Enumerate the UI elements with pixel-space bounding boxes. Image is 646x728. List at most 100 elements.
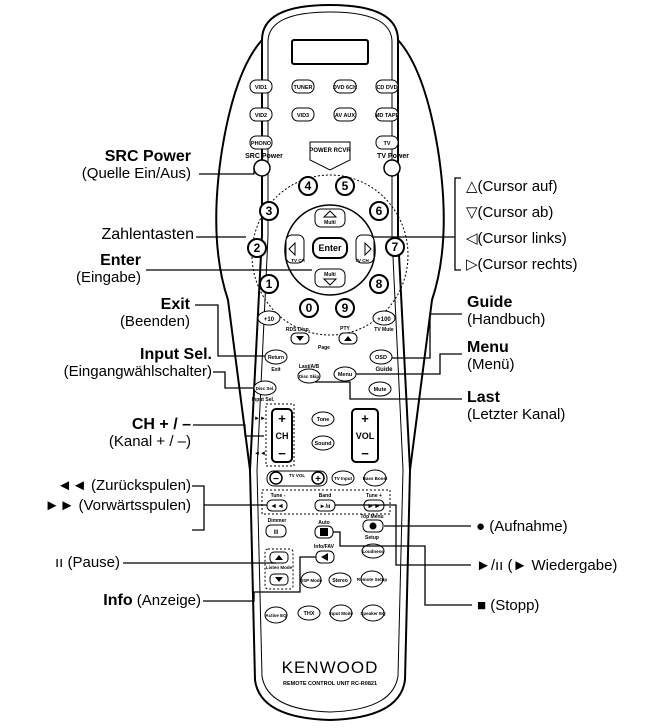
cursor-down-button[interactable] bbox=[314, 268, 346, 288]
osd-button[interactable] bbox=[369, 349, 393, 365]
svg-text:SRC Power: SRC Power bbox=[245, 153, 283, 160]
svg-text:►/ıı: ►/ıı bbox=[320, 504, 331, 510]
svg-text:►►: ►► bbox=[254, 416, 266, 422]
src-power-button[interactable] bbox=[253, 159, 271, 177]
svg-text:Loudness: Loudness bbox=[362, 549, 384, 554]
mute-button[interactable] bbox=[368, 381, 392, 397]
label-rewind: ◄◄ (Zurückspulen) bbox=[57, 477, 191, 494]
number-key-0[interactable] bbox=[299, 298, 319, 318]
thx-button[interactable] bbox=[297, 605, 321, 621]
label-src-power: SRC Power(Quelle Ein/Aus) bbox=[81, 148, 191, 182]
number-key-5[interactable] bbox=[335, 176, 355, 196]
phono-button[interactable] bbox=[249, 135, 273, 150]
svg-text:Disc Sel.: Disc Sel. bbox=[256, 386, 275, 391]
svg-text:2: 2 bbox=[254, 241, 261, 255]
mdtape-button[interactable] bbox=[375, 107, 399, 122]
label-enter: Enter(Eingabe) bbox=[75, 252, 141, 286]
vid1-button[interactable] bbox=[249, 79, 273, 94]
label-menu: Menu(Menü) bbox=[467, 339, 515, 373]
cursor-up-button[interactable] bbox=[314, 208, 346, 228]
number-key-7[interactable] bbox=[385, 237, 405, 257]
stereo-button[interactable] bbox=[328, 572, 352, 588]
bass-boost-button[interactable] bbox=[363, 469, 387, 487]
pause-button[interactable] bbox=[265, 524, 287, 538]
number-key-3[interactable] bbox=[259, 201, 279, 221]
svg-text:Guide: Guide bbox=[375, 367, 393, 373]
svg-text:TV VOL: TV VOL bbox=[289, 473, 306, 478]
svg-text:Bass Boost: Bass Boost bbox=[363, 476, 388, 481]
tv-button[interactable] bbox=[375, 135, 399, 150]
svg-text:−: − bbox=[361, 446, 369, 461]
stop-icon bbox=[320, 528, 328, 536]
listen-mode-box bbox=[264, 548, 294, 590]
speaker-eq-button[interactable] bbox=[361, 604, 385, 622]
tuner-button[interactable] bbox=[291, 79, 315, 94]
dvd6ch-button[interactable] bbox=[333, 79, 357, 94]
tone-button[interactable] bbox=[311, 411, 335, 427]
number-key-6[interactable] bbox=[369, 201, 389, 221]
disc-skip-button[interactable] bbox=[297, 368, 321, 384]
active-eq-button[interactable] bbox=[264, 606, 288, 624]
tv-power-button[interactable] bbox=[383, 159, 401, 177]
svg-text:CD DVD: CD DVD bbox=[376, 85, 397, 91]
number-keys: 1 2 3 4 5 6 7 8 9 0 bbox=[247, 176, 405, 318]
tv-input-button[interactable] bbox=[331, 470, 355, 486]
label-play: ►/ıı (► Wiedergabe) bbox=[476, 557, 618, 574]
svg-text:3: 3 bbox=[266, 204, 273, 218]
remote-setup-button[interactable] bbox=[360, 570, 384, 588]
label-guide: Guide(Handbuch) bbox=[467, 294, 546, 328]
return-button[interactable] bbox=[264, 349, 288, 365]
dsp-mode-button[interactable] bbox=[300, 571, 322, 589]
svg-text:TUNER: TUNER bbox=[294, 85, 313, 91]
svg-text:0: 0 bbox=[306, 301, 313, 315]
svg-text:Return: Return bbox=[268, 355, 284, 361]
vol-rocker[interactable] bbox=[351, 408, 379, 463]
tv-vol-rocker[interactable] bbox=[266, 470, 328, 487]
avaux-button[interactable] bbox=[333, 107, 357, 122]
power-recvr-button[interactable] bbox=[309, 141, 351, 171]
svg-text:Remote Setup: Remote Setup bbox=[357, 577, 388, 582]
input-mode-button[interactable] bbox=[329, 604, 353, 622]
number-key-8[interactable] bbox=[369, 274, 389, 294]
svg-text:Menu: Menu bbox=[338, 372, 352, 378]
enter-button[interactable] bbox=[312, 237, 348, 259]
loudness-button[interactable] bbox=[361, 543, 385, 559]
page-down-icon bbox=[296, 336, 304, 341]
label-ch: CH + / –(Kanal + / –) bbox=[108, 416, 191, 450]
plus10-button[interactable] bbox=[257, 310, 281, 326]
svg-text:Disc Skip: Disc Skip bbox=[299, 374, 320, 379]
svg-text:CH: CH bbox=[276, 431, 289, 441]
svg-text:Auto: Auto bbox=[318, 520, 329, 526]
svg-text:VID2: VID2 bbox=[255, 113, 267, 119]
vid3-button[interactable] bbox=[291, 107, 315, 122]
keypad-ring bbox=[251, 174, 409, 336]
number-key-9[interactable] bbox=[335, 298, 355, 318]
label-cursor-left: ◁(Cursor links) bbox=[466, 230, 567, 247]
cddvd-button[interactable] bbox=[375, 79, 399, 94]
svg-text:+10: +10 bbox=[264, 317, 275, 323]
number-key-4[interactable] bbox=[298, 176, 318, 196]
ch-box bbox=[265, 403, 295, 467]
svg-text:DSP Mode: DSP Mode bbox=[300, 578, 323, 583]
number-key-2[interactable] bbox=[247, 238, 267, 258]
svg-text:Info/FAV: Info/FAV bbox=[314, 544, 335, 550]
ch-rocker[interactable] bbox=[271, 408, 293, 463]
record-icon bbox=[369, 522, 377, 530]
svg-text:TV CH: TV CH bbox=[355, 258, 369, 263]
svg-text:Tune -: Tune - bbox=[271, 493, 286, 499]
svg-text:VID1: VID1 bbox=[255, 85, 267, 91]
label-pause: ıı (Pause) bbox=[54, 554, 120, 571]
vid2-button[interactable] bbox=[249, 107, 273, 122]
svg-text:Stereo: Stereo bbox=[332, 578, 348, 584]
sound-button[interactable] bbox=[311, 435, 335, 451]
svg-text:Multi: Multi bbox=[324, 272, 336, 278]
svg-text:►►: ►► bbox=[367, 503, 381, 510]
svg-text:RDS Disp.: RDS Disp. bbox=[286, 327, 311, 333]
number-key-1[interactable] bbox=[259, 274, 279, 294]
info-icon bbox=[321, 553, 328, 561]
label-last: Last(Letzter Kanal) bbox=[467, 389, 566, 423]
plus100-button[interactable] bbox=[372, 310, 396, 326]
svg-text:THX: THX bbox=[304, 611, 315, 617]
label-forward: ►► (Vorwärtsspulen) bbox=[44, 497, 191, 514]
svg-text:PTY: PTY bbox=[340, 326, 350, 332]
